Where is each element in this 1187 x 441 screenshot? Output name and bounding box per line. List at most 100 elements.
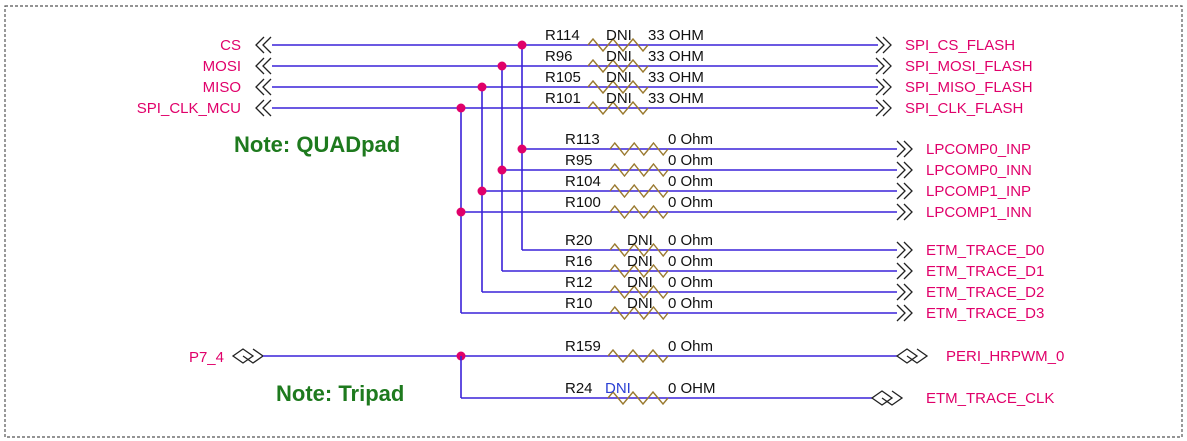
input-port-mosi: [255, 57, 272, 75]
resistor-r12: [609, 284, 669, 300]
input-label-mosi: MOSI: [203, 58, 241, 75]
output-port-spi-mosi-flash: [875, 57, 892, 75]
ref-r16: R16: [565, 253, 593, 270]
sheet-border: [4, 5, 1183, 438]
ref-r10: R10: [565, 295, 593, 312]
dni-r20: DNI: [627, 232, 653, 249]
output-label-spi-miso-flash: SPI_MISO_FLASH: [905, 79, 1033, 96]
ref-r20: R20: [565, 232, 593, 249]
dni-r105: DNI: [606, 69, 632, 86]
output-port-etm-trace-d0: [896, 241, 913, 259]
dni-r96: DNI: [606, 48, 632, 65]
value-r24: 0 OHM: [668, 380, 716, 397]
resistor-r101: [587, 100, 649, 116]
output-label-lpcomp1-inp: LPCOMP1_INP: [926, 183, 1031, 200]
ref-r12: R12: [565, 274, 593, 291]
value-r16: 0 Ohm: [668, 253, 713, 270]
ref-r95: R95: [565, 152, 593, 169]
value-r113: 0 Ohm: [668, 131, 713, 148]
ref-r113: R113: [565, 131, 600, 148]
input-label-p7-4: P7_4: [189, 349, 224, 366]
junction-cs: [517, 40, 527, 50]
input-port-miso: [255, 78, 272, 96]
output-port-peri-hrpwm-0-b: [906, 348, 929, 364]
output-port-etm-trace-clk-b: [881, 390, 904, 406]
resistor-r10: [609, 305, 669, 321]
input-port-spi-clk-mcu: [255, 99, 272, 117]
resistor-r16: [609, 263, 669, 279]
output-label-etm-trace-d3: ETM_TRACE_D3: [926, 305, 1044, 322]
value-r105: 33 OHM: [648, 69, 704, 86]
ref-r114: R114: [545, 27, 580, 44]
junction-r100: [456, 207, 466, 217]
output-port-spi-clk-flash: [875, 99, 892, 117]
output-port-lpcomp0-inp: [896, 140, 913, 158]
dni-r24: DNI: [605, 380, 631, 397]
input-port-p7-4: [231, 348, 255, 364]
resistor-r20: [609, 242, 669, 258]
resistor-r114: [587, 37, 649, 53]
value-r10: 0 Ohm: [668, 295, 713, 312]
resistor-r100: [609, 204, 669, 220]
junction-r95: [497, 165, 507, 175]
junction-r104: [477, 186, 487, 196]
output-label-spi-clk-flash: SPI_CLK_FLASH: [905, 100, 1023, 117]
input-port-p7-4-b: [242, 348, 265, 364]
output-label-lpcomp1-inn: LPCOMP1_INN: [926, 204, 1032, 221]
dni-r10: DNI: [627, 295, 653, 312]
output-label-etm-trace-d1: ETM_TRACE_D1: [926, 263, 1044, 280]
value-r104: 0 Ohm: [668, 173, 713, 190]
value-r96: 33 OHM: [648, 48, 704, 65]
ref-r24: R24: [565, 380, 593, 397]
ref-r100: R100: [565, 194, 601, 211]
ref-r104: R104: [565, 173, 601, 190]
output-port-etm-trace-clk: [870, 390, 894, 406]
value-r12: 0 Ohm: [668, 274, 713, 291]
note-tripad: Note: Tripad: [276, 381, 404, 406]
ref-r96: R96: [545, 48, 573, 65]
output-port-spi-miso-flash: [875, 78, 892, 96]
ref-r159: R159: [565, 338, 601, 355]
dni-r101: DNI: [606, 90, 632, 107]
input-label-cs: CS: [220, 37, 241, 54]
resistor-r113: [609, 141, 669, 157]
junction-r113: [517, 144, 527, 154]
value-r114: 33 OHM: [648, 27, 704, 44]
output-port-spi-cs-flash: [875, 36, 892, 54]
value-r101: 33 OHM: [648, 90, 704, 107]
output-port-etm-trace-d3: [896, 304, 913, 322]
junction-spi-clk-mcu: [456, 103, 466, 113]
output-label-lpcomp0-inp: LPCOMP0_INP: [926, 141, 1031, 158]
output-label-etm-trace-d0: ETM_TRACE_D0: [926, 242, 1044, 259]
output-label-lpcomp0-inn: LPCOMP0_INN: [926, 162, 1032, 179]
output-label-etm-trace-d2: ETM_TRACE_D2: [926, 284, 1044, 301]
dni-r16: DNI: [627, 253, 653, 270]
ref-r105: R105: [545, 69, 581, 86]
junction-miso: [477, 82, 487, 92]
note-quadpad: Note: QUADpad: [234, 132, 400, 157]
value-r95: 0 Ohm: [668, 152, 713, 169]
resistor-r159: [607, 348, 669, 364]
value-r100: 0 Ohm: [668, 194, 713, 211]
input-port-cs: [255, 36, 272, 54]
resistor-r105: [587, 79, 649, 95]
output-port-etm-trace-d1: [896, 262, 913, 280]
output-label-etm-trace-clk: ETM_TRACE_CLK: [926, 390, 1054, 407]
resistor-r24: [607, 390, 669, 406]
resistor-r104: [609, 183, 669, 199]
output-port-lpcomp1-inp: [896, 182, 913, 200]
output-label-spi-mosi-flash: SPI_MOSI_FLASH: [905, 58, 1033, 75]
resistor-r95: [609, 162, 669, 178]
resistor-r96: [587, 58, 649, 74]
junction-mosi: [497, 61, 507, 71]
dni-r114: DNI: [606, 27, 632, 44]
input-label-spi-clk-mcu: SPI_CLK_MCU: [137, 100, 241, 117]
output-label-peri-hrpwm-0: PERI_HRPWM_0: [946, 348, 1064, 365]
output-label-spi-cs-flash: SPI_CS_FLASH: [905, 37, 1015, 54]
output-port-peri-hrpwm-0: [895, 348, 919, 364]
output-port-etm-trace-d2: [896, 283, 913, 301]
output-port-lpcomp1-inn: [896, 203, 913, 221]
output-port-lpcomp0-inn: [896, 161, 913, 179]
dni-r12: DNI: [627, 274, 653, 291]
